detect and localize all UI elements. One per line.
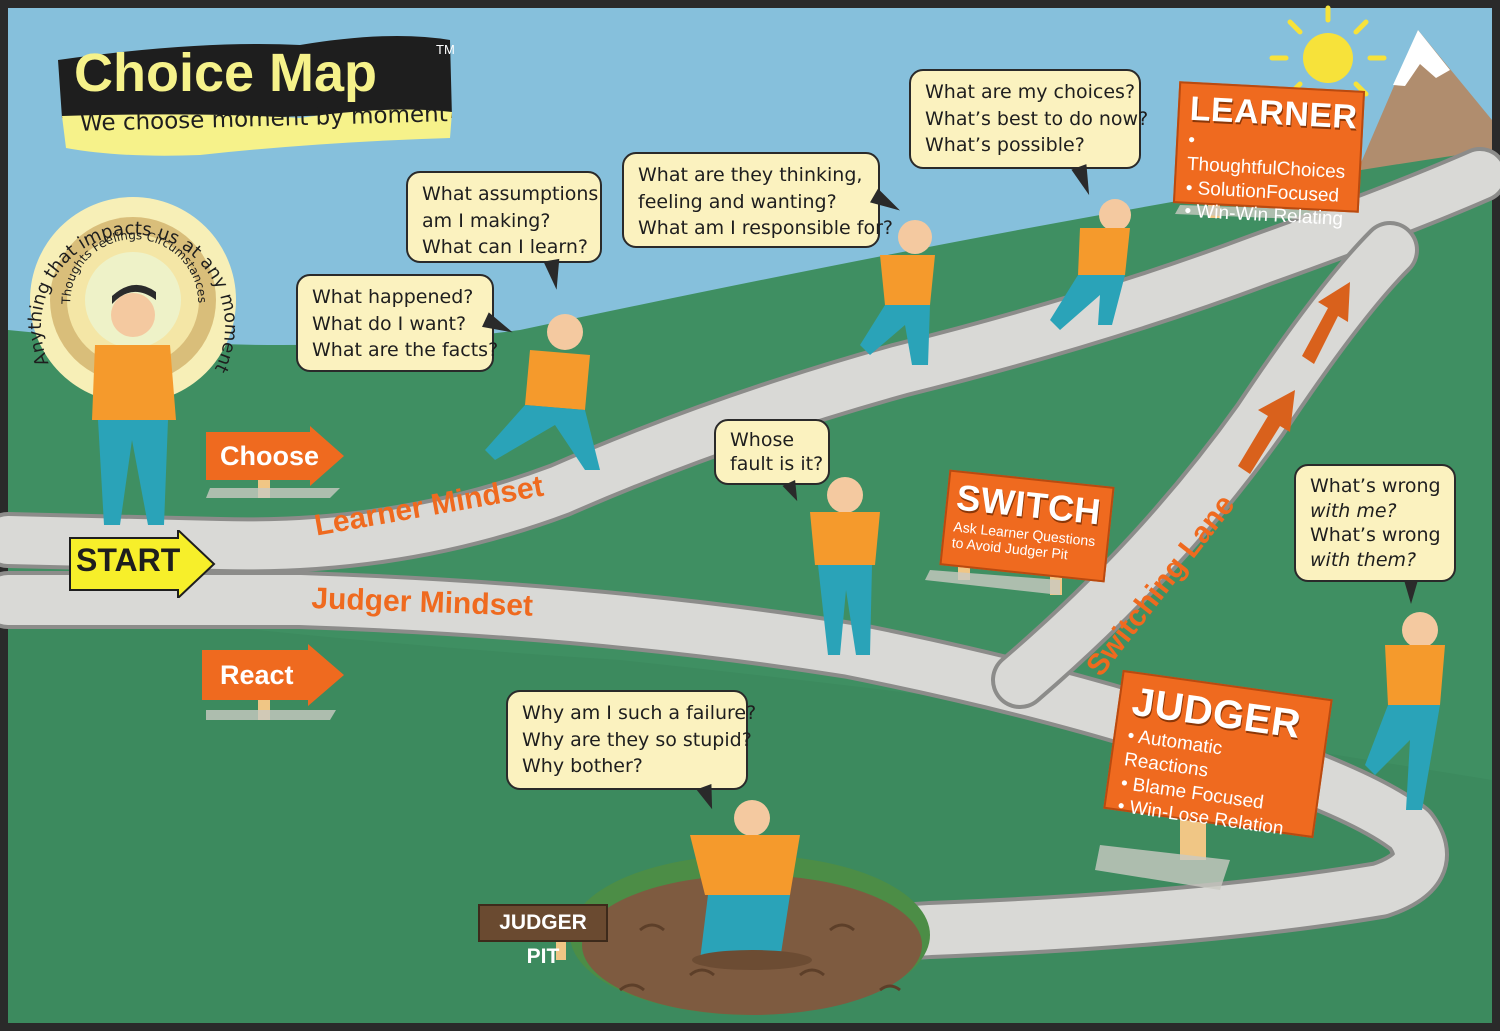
impact-circle-text: Anything that impacts us at any moment T… <box>25 218 241 376</box>
judger-sign: JUDGER • Automatic Reactions • Blame Foc… <box>1103 669 1333 840</box>
bubble-line: What are the facts? <box>312 339 499 362</box>
bubble-line: What am I responsible for? <box>638 217 893 240</box>
person-whose-fault <box>810 477 880 655</box>
bubble-assumptions: What assumptions am I making? What can I… <box>406 171 602 263</box>
bubble-line: with me? <box>1310 499 1397 522</box>
person-in-pit <box>690 800 812 970</box>
bubble-line: fault is it? <box>730 452 824 475</box>
person-walking <box>1050 199 1131 330</box>
person-start <box>92 284 176 525</box>
learner-sign-list: • ThoughtfulChoices • SolutionFocused • … <box>1184 129 1351 232</box>
bubble-failure: Why am I such a failure? Why are they so… <box>506 690 757 790</box>
sun-disc <box>1303 33 1353 83</box>
bubble-tail <box>1404 580 1418 604</box>
person-running-1 <box>485 314 600 470</box>
sign-shadows <box>206 205 1330 890</box>
judger-pit-sign: JUDGER PIT <box>478 904 608 968</box>
bubble-line: What assumptions <box>422 183 599 205</box>
choose-arrow-shape <box>206 426 344 486</box>
trademark-mark: TM <box>436 42 455 57</box>
switch-sign: SWITCH Ask Learner Questions to Avoid Ju… <box>939 469 1115 583</box>
title-area: Choice Map TM <box>74 40 455 110</box>
bubble-line: What’s wrong <box>1310 475 1441 497</box>
switching-lane <box>995 225 1415 705</box>
person-arms-crossed <box>1365 612 1445 810</box>
start-sign: START <box>68 530 216 598</box>
bubble-line: What are my choices? <box>925 81 1136 103</box>
bubble-line: am I making? <box>422 209 551 232</box>
switching-arrows <box>1238 282 1350 474</box>
choose-label: Choose <box>220 440 320 471</box>
bubble-line: Why am I such a failure? <box>522 702 757 724</box>
start-label: START <box>76 542 181 578</box>
bubble-line: What are they thinking, <box>638 164 863 186</box>
bubble-line: What’s possible? <box>925 134 1085 157</box>
react-sign: React <box>202 644 346 706</box>
person-looking <box>860 220 935 365</box>
mountain-snow <box>1393 30 1450 86</box>
bubble-choices: What are my choices? What’s best to do n… <box>909 69 1149 169</box>
bubble-line: Whose <box>730 429 795 451</box>
subtitle-banner <box>62 109 452 156</box>
bubble-line: feeling and wanting? <box>638 190 837 213</box>
bubble-line: What’s wrong <box>1310 524 1441 547</box>
bubble-line: What happened? <box>312 286 474 308</box>
bubble-thinking: What are they thinking, feeling and want… <box>622 152 893 248</box>
bubble-line: What can I learn? <box>422 236 588 259</box>
start-arrow-shape <box>69 530 216 598</box>
bubble-line: What do I want? <box>312 312 467 335</box>
bubble-what-happened: What happened? What do I want? What are … <box>296 274 499 372</box>
mud-marks <box>619 923 901 992</box>
react-label: React <box>220 659 294 690</box>
title-banner <box>58 36 452 127</box>
bubble-line: Why are they so stupid? <box>522 728 752 751</box>
bubble-line: with them? <box>1310 549 1417 572</box>
learner-sign: LEARNER • ThoughtfulChoices • SolutionFo… <box>1172 81 1366 230</box>
learner-sign-item: • ThoughtfulChoices <box>1186 129 1346 183</box>
react-arrow-shape <box>202 644 344 706</box>
choose-sign: Choose <box>206 426 346 486</box>
bubble-whats-wrong: What’s wrong with me? What’s wrong with … <box>1294 464 1456 582</box>
bubble-line: Why bother? <box>522 755 643 778</box>
page-title: Choice Map <box>74 43 378 103</box>
learner-road <box>0 151 1500 570</box>
bubble-line: What’s best to do now? <box>925 107 1149 130</box>
bubble-whose-fault: Whose fault is it? <box>714 419 830 485</box>
